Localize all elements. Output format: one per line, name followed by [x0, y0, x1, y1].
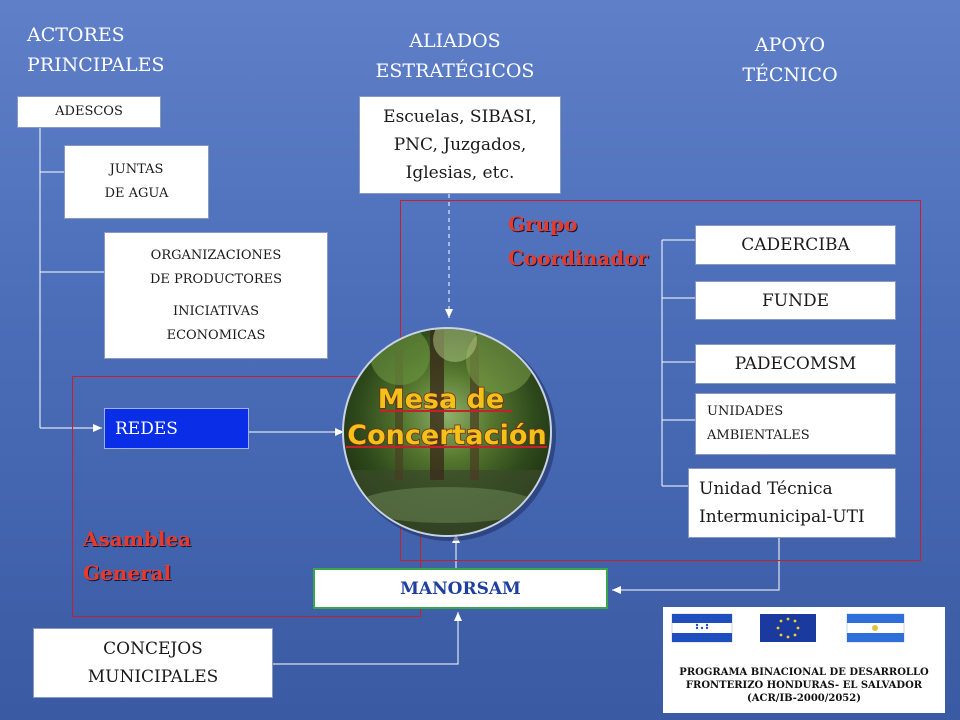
organizaciones-line: INICIATIVAS — [172, 303, 259, 319]
programa-line: (ACR/IB-2000/2052) — [747, 693, 861, 704]
unidades-line: AMBIENTALES — [707, 428, 810, 443]
adescos-label: ADESCOS — [55, 104, 123, 119]
aliados-line: Iglesias, etc. — [405, 163, 515, 183]
padecomsm-box: PADECOMSM — [695, 344, 896, 384]
aliados-line: PNC, Juzgados, — [393, 135, 527, 155]
uti-line: Unidad Técnica — [699, 479, 833, 499]
uti-line: Intermunicipal-UTI — [699, 507, 865, 527]
concejos-municipales-box: CONCEJOS MUNICIPALES — [33, 628, 273, 698]
grupo-line: Coordinador — [508, 246, 649, 270]
programa-line: FRONTERIZO HONDURAS- EL SALVADOR — [685, 680, 923, 691]
concejos-line: MUNICIPALES — [87, 667, 219, 687]
honduras-flag-icon — [671, 613, 733, 643]
flags-row — [671, 613, 905, 643]
header-actores-line: ACTORES — [27, 24, 125, 46]
european-union-flag-icon — [760, 614, 816, 642]
arrow-uti-to-manorsam — [612, 538, 780, 594]
funde-label: FUNDE — [761, 290, 830, 311]
asamblea-general-label: Asamblea General — [83, 522, 191, 590]
header-apoyo-line: TÉCNICO — [742, 64, 838, 86]
header-apoyo-line: APOYO — [754, 34, 826, 56]
header-apoyo-tecnico: APOYO TÉCNICO — [700, 30, 880, 90]
header-aliados-estrategicos: ALIADOS ESTRATÉGICOS — [355, 26, 555, 86]
header-actores-principales: ACTORES PRINCIPALES — [27, 20, 165, 80]
programa-binacional-panel: PROGRAMA BINACIONAL DE DESARROLLO FRONTE… — [663, 607, 945, 713]
unidades-line: UNIDADES — [707, 404, 784, 419]
juntas-line: DE AGUA — [104, 186, 169, 201]
caderciba-label: CADERCIBA — [741, 235, 850, 255]
grupo-coordinador-label: Grupo Coordinador — [508, 207, 648, 275]
aliados-line: Escuelas, SIBASI, — [383, 107, 537, 127]
redes-box: REDES — [104, 408, 249, 449]
grupo-line: Grupo — [508, 212, 578, 236]
aliados-box: Escuelas, SIBASI, PNC, Juzgados, Iglesia… — [359, 96, 561, 194]
organizaciones-line: DE PRODUCTORES — [149, 271, 283, 287]
header-aliados-line: ALIADOS — [409, 30, 501, 52]
redes-label: REDES — [115, 418, 178, 439]
el-salvador-flag-icon — [846, 613, 905, 643]
juntas-line: JUNTAS — [109, 162, 164, 177]
programa-line: PROGRAMA BINACIONAL DE DESARROLLO — [679, 667, 929, 678]
header-aliados-line: ESTRATÉGICOS — [375, 60, 535, 82]
padecomsm-label: PADECOMSM — [734, 354, 857, 374]
organizaciones-box: ORGANIZACIONES DE PRODUCTORES INICIATIVA… — [104, 232, 328, 359]
unidades-ambientales-box: UNIDADES AMBIENTALES — [695, 393, 896, 455]
adescos-box: ADESCOS — [17, 96, 161, 128]
organizaciones-line: ECONOMICAS — [166, 327, 266, 343]
juntas-de-agua-box: JUNTAS DE AGUA — [64, 145, 209, 219]
uti-box: Unidad Técnica Intermunicipal-UTI — [688, 468, 896, 538]
arrow-concejos-to-manorsam — [273, 612, 462, 665]
caderciba-box: CADERCIBA — [695, 225, 896, 265]
programa-text: PROGRAMA BINACIONAL DE DESARROLLO FRONTE… — [663, 666, 945, 705]
header-actores-line: PRINCIPALES — [27, 54, 165, 76]
concejos-line: CONCEJOS — [103, 639, 203, 659]
asamblea-line: Asamblea — [83, 527, 192, 551]
organizaciones-line: ORGANIZACIONES — [150, 247, 282, 263]
funde-box: FUNDE — [695, 281, 896, 320]
asamblea-line: General — [83, 561, 172, 585]
manorsam-box: MANORSAM — [313, 568, 608, 609]
manorsam-label: MANORSAM — [400, 578, 521, 599]
